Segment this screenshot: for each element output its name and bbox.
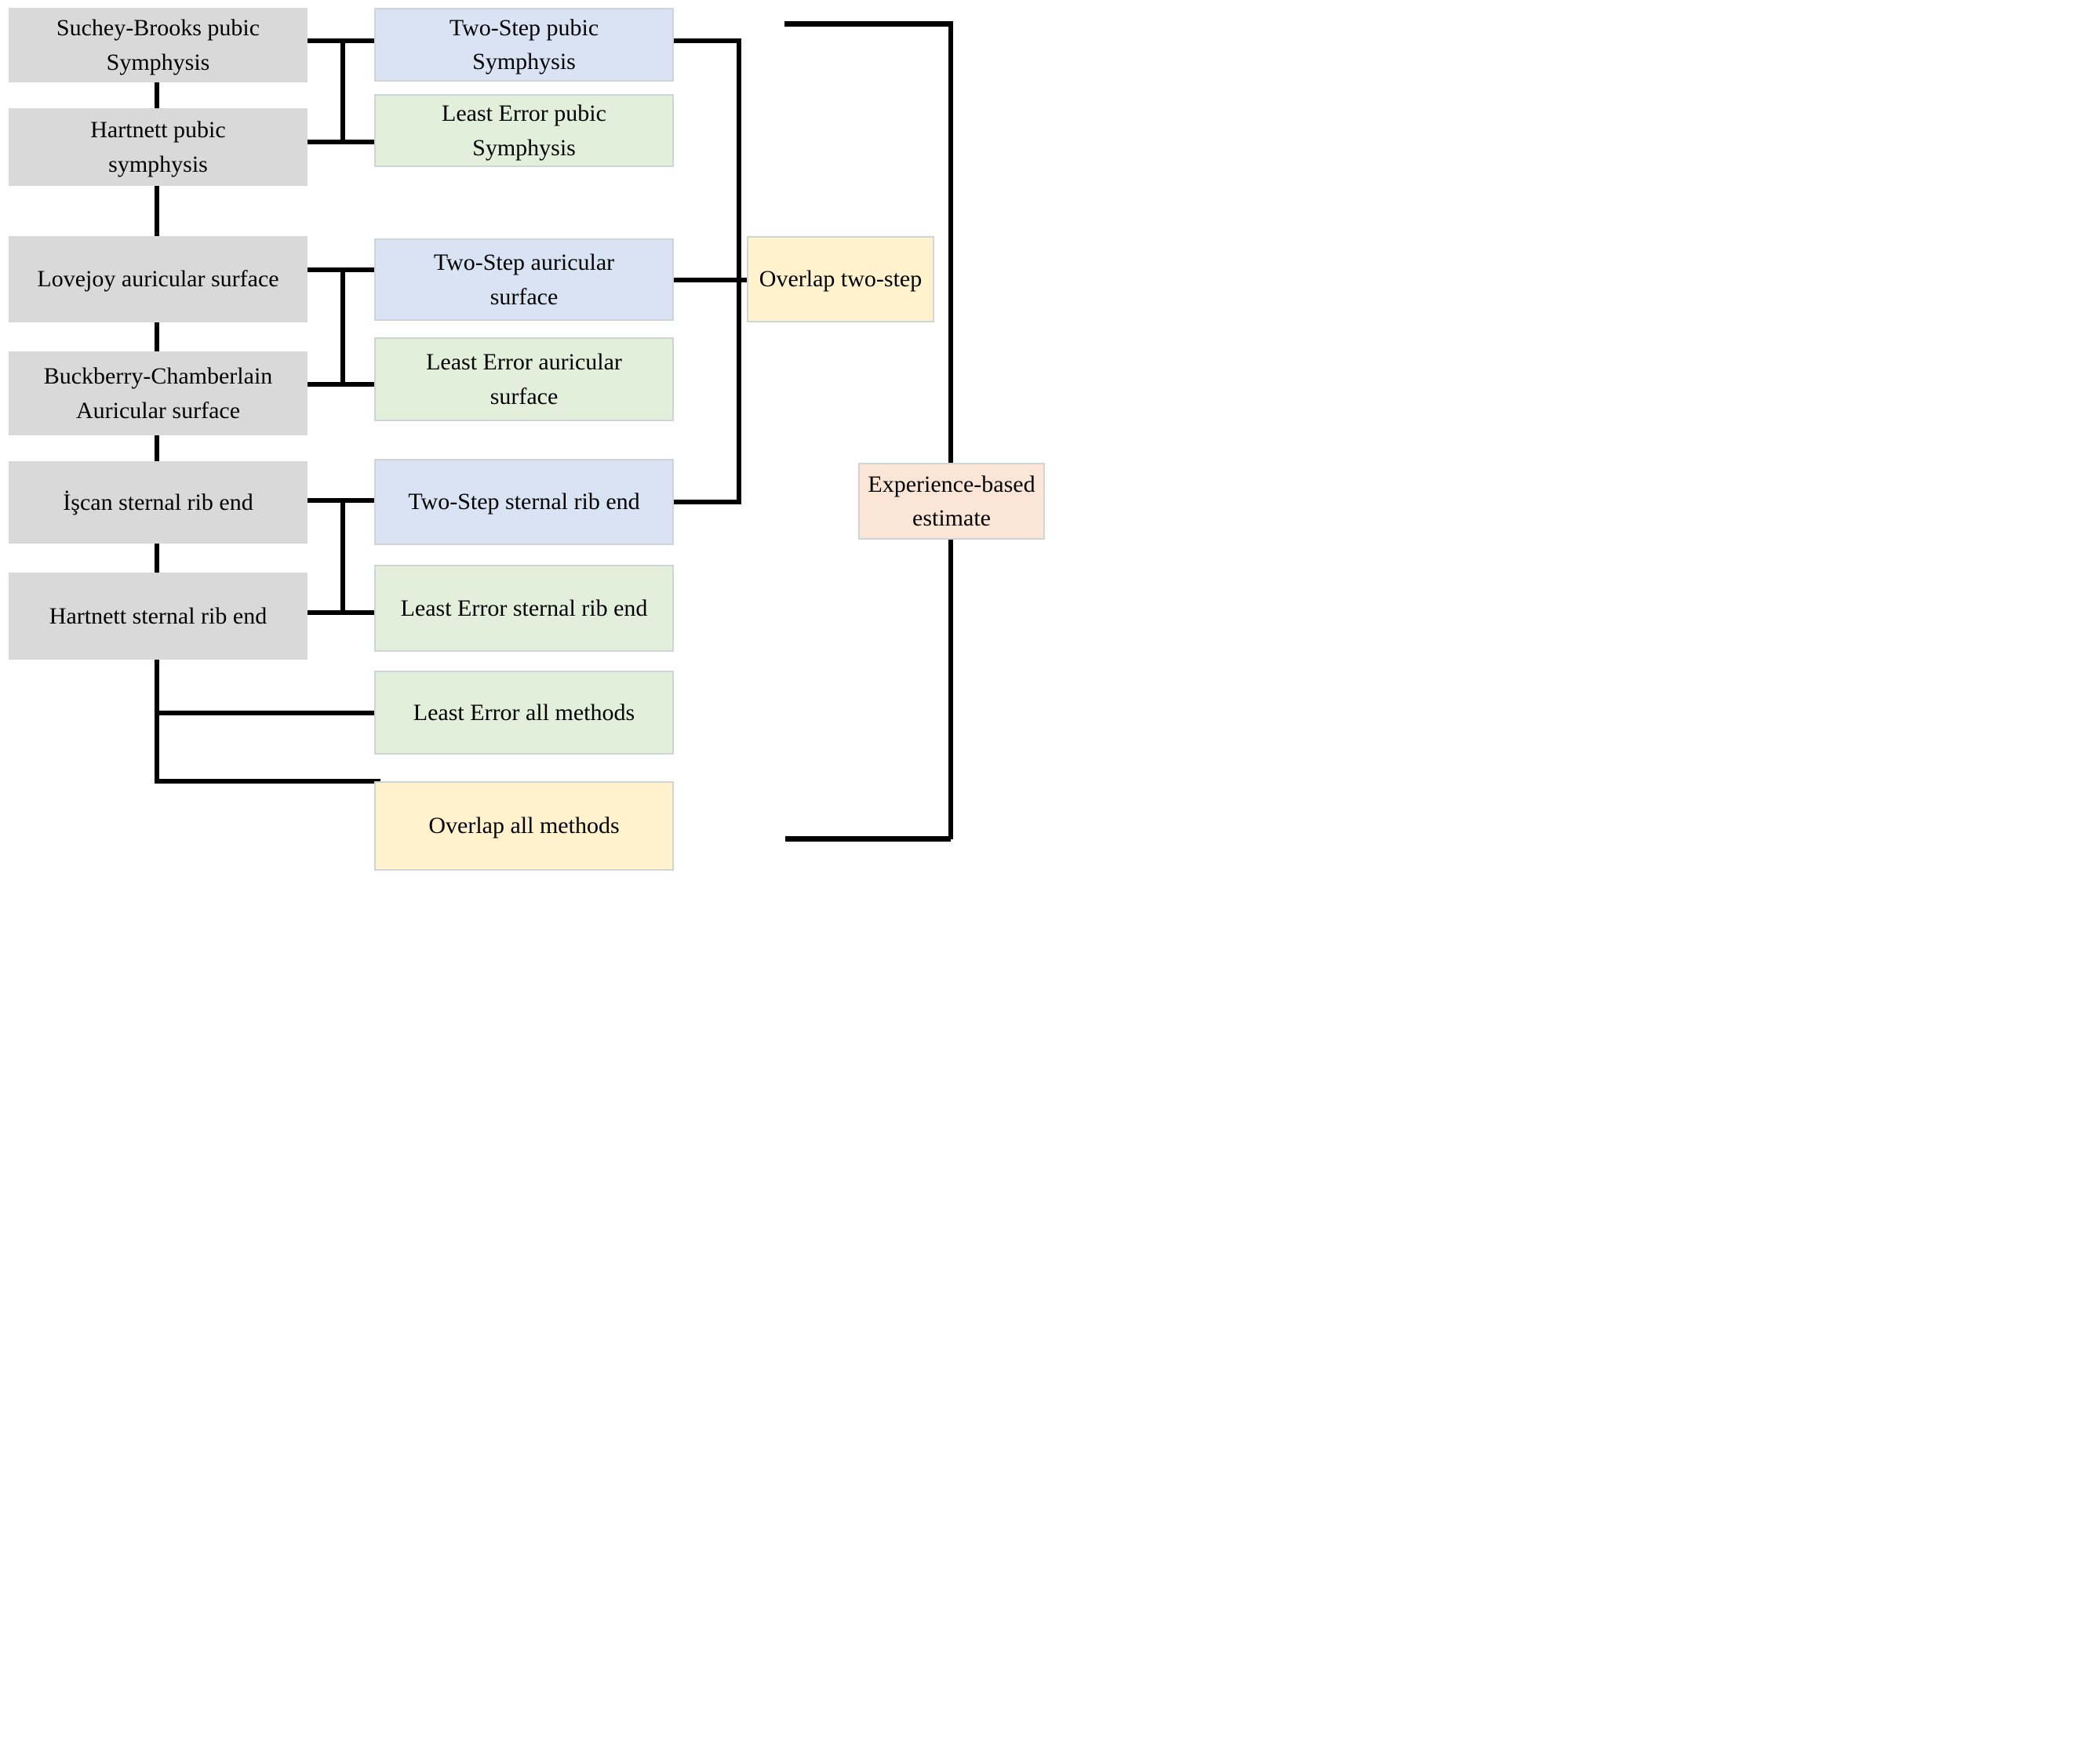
summary-box-experience-based: Experience-based estimate <box>858 463 1045 540</box>
method-box-label: Suchey-Brooks pubic Symphysis <box>56 15 260 75</box>
sternal-pair-junction <box>340 498 345 615</box>
derived-box-leasterror-all: Least Error all methods <box>374 671 674 755</box>
twostep-pubic-right-stub <box>674 38 741 43</box>
derived-box-label: Least Error all methods <box>413 699 635 726</box>
derived-box-label: Least Error auricular surface <box>426 349 622 409</box>
derived-box-twostep-sternal: Two-Step sternal rib end <box>374 459 674 545</box>
age-estimation-methods-flowchart: Suchey-Brooks pubic Symphysis Hartnett p… <box>0 0 1050 873</box>
summary-box-label: Overlap two-step <box>759 266 923 293</box>
method-box-hartnett-pubic: Hartnett pubic symphysis <box>9 108 308 186</box>
derived-box-label: Two-Step auricular surface <box>433 249 615 310</box>
branch-to-overlap-all <box>155 779 380 784</box>
bracket-bottom-horizontal <box>785 836 951 842</box>
method-box-buckberry-chamberlain: Buckberry-Chamberlain Auricular surface <box>9 351 308 435</box>
method-box-label: Hartnett pubic symphysis <box>90 117 226 177</box>
derived-box-label: Least Error sternal rib end <box>400 595 648 621</box>
derived-box-twostep-pubic: Two-Step pubic Symphysis <box>374 8 674 82</box>
chain-connector-2 <box>155 186 159 236</box>
bracket-top-horizontal <box>784 21 951 27</box>
method-box-label: İşcan sternal rib end <box>63 489 253 515</box>
branch-to-leasterror-all <box>155 711 376 715</box>
derived-box-label: Overlap all methods <box>428 813 620 839</box>
bracket-vertical <box>948 21 953 839</box>
derived-box-leasterror-pubic: Least Error pubic Symphysis <box>374 94 674 167</box>
derived-box-leasterror-sternal: Least Error sternal rib end <box>374 565 674 652</box>
chain-connector-1 <box>155 82 159 108</box>
method-box-iscan: İşcan sternal rib end <box>9 461 308 544</box>
chain-connector-4 <box>155 435 159 461</box>
method-box-lovejoy: Lovejoy auricular surface <box>9 236 308 322</box>
auricular-pair-junction <box>340 267 345 387</box>
derived-box-twostep-auricular: Two-Step auricular surface <box>374 238 674 321</box>
derived-box-leasterror-auricular: Least Error auricular surface <box>374 337 674 421</box>
twostep-auricular-to-overlap <box>674 278 747 282</box>
derived-box-label: Least Error pubic Symphysis <box>442 100 606 161</box>
method-box-label: Hartnett sternal rib end <box>49 602 268 629</box>
method-box-suchey-brooks: Suchey-Brooks pubic Symphysis <box>9 8 308 82</box>
twostep-junction-vertical <box>737 38 741 504</box>
chain-connector-3 <box>155 322 159 351</box>
chain-connector-5 <box>155 544 159 573</box>
derived-box-overlap-all: Overlap all methods <box>374 781 674 871</box>
summary-box-label: Experience-based estimate <box>868 471 1035 532</box>
twostep-sternal-right-stub <box>674 500 741 504</box>
method-box-label: Lovejoy auricular surface <box>37 266 279 293</box>
chain-connector-6 <box>155 660 159 784</box>
pubic-pair-junction <box>340 38 345 144</box>
method-box-label: Buckberry-Chamberlain Auricular surface <box>43 363 273 424</box>
summary-box-overlap-twostep: Overlap two-step <box>747 236 934 322</box>
derived-box-label: Two-Step pubic Symphysis <box>449 14 599 75</box>
method-box-hartnett-sternal: Hartnett sternal rib end <box>9 573 308 660</box>
derived-box-label: Two-Step sternal rib end <box>408 489 640 515</box>
